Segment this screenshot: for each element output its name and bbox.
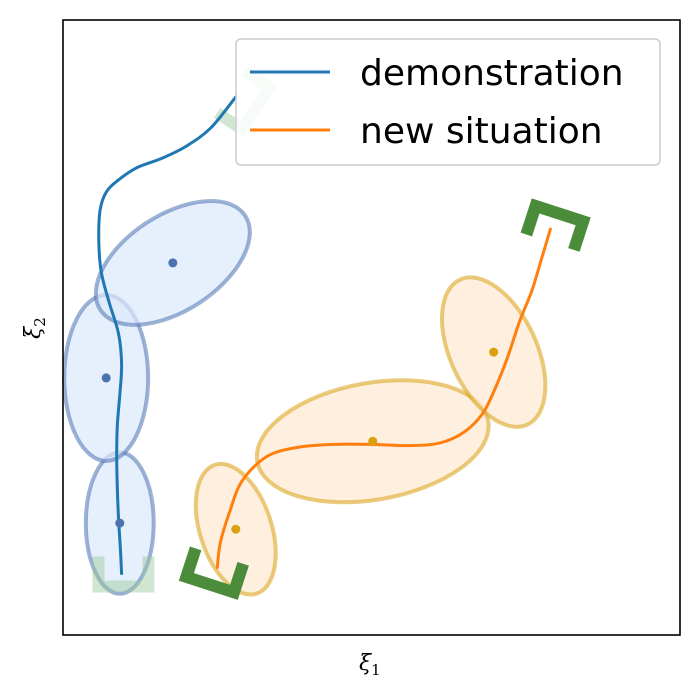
legend: demonstration new situation	[235, 38, 661, 166]
center-point-1	[115, 518, 125, 528]
x-axis-subscript: 1	[371, 661, 381, 679]
series-lines	[97, 95, 552, 575]
new-start-frame-bracket	[178, 546, 249, 600]
new-end-frame-bracket	[520, 198, 591, 252]
series-line-new-situation	[215, 227, 552, 569]
center-point-6	[489, 347, 499, 357]
center-point-2	[101, 373, 111, 383]
y-axis-symbol: ξ	[21, 325, 46, 339]
new-end-frame	[520, 198, 591, 252]
series-line-demonstration	[97, 95, 238, 575]
center-point-3	[168, 258, 178, 268]
center-point-5	[368, 436, 378, 446]
x-axis-symbol: ξ	[359, 651, 373, 676]
y-axis-label: ξ2	[21, 317, 49, 339]
legend-box	[235, 38, 661, 166]
gaussian-ellipses	[62, 199, 548, 597]
y-axis-subscript: 2	[31, 317, 49, 327]
legend-label-new-situation: new situation	[360, 111, 603, 152]
center-point-4	[231, 524, 241, 534]
x-axis-label: ξ1	[359, 651, 381, 679]
demo-start-frame-bracket	[92, 556, 155, 593]
plot-frame	[62, 19, 681, 636]
demo-start-frame	[92, 556, 155, 593]
legend-label-demonstration: demonstration	[360, 53, 624, 94]
center-points	[101, 258, 499, 534]
new-start-frame	[178, 546, 249, 600]
